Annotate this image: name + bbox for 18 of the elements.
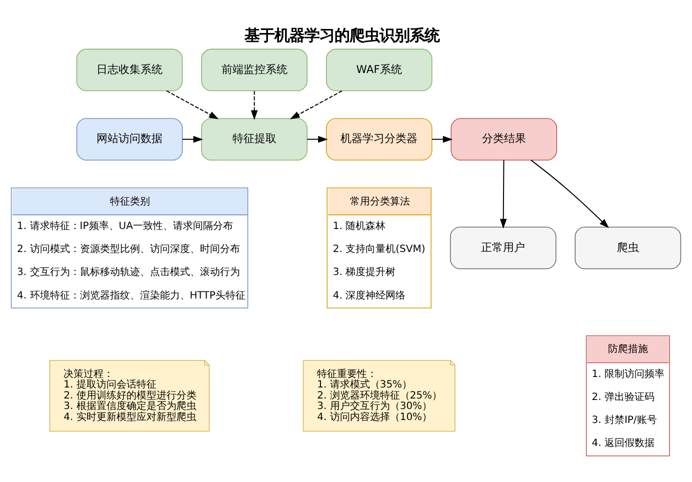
arrow <box>290 90 343 120</box>
node-box: 爬虫 <box>574 226 682 270</box>
diagram-title: 基于机器学习的爬虫识别系统 <box>244 26 440 45</box>
arrow <box>166 90 219 120</box>
node-box: 正常用户 <box>450 226 556 270</box>
node-box: 网站访问数据 <box>76 118 183 160</box>
arrow <box>500 160 507 229</box>
arrow <box>306 136 328 143</box>
arrow <box>182 136 204 143</box>
node-box: 特征提取 <box>201 118 308 160</box>
node-box: 机器学习分类器 <box>326 118 432 160</box>
arrow <box>250 90 258 120</box>
arrow <box>432 136 453 143</box>
node-box: WAF系统 <box>326 48 432 92</box>
node-box: 前端监控系统 <box>201 48 308 92</box>
node-box: 分类结果 <box>450 118 558 160</box>
arrow <box>530 160 609 228</box>
node-box: 日志收集系统 <box>76 48 183 92</box>
